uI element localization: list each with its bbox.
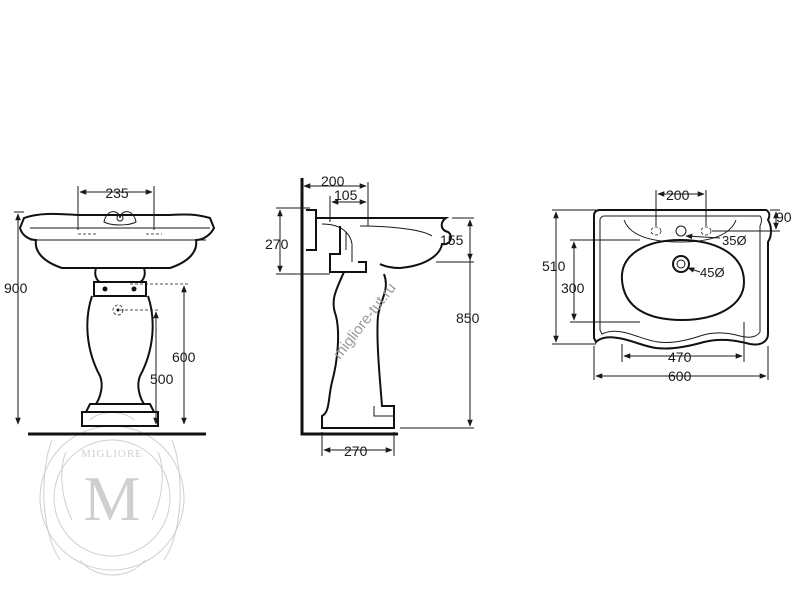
top-bowl xyxy=(620,238,746,322)
top-tap-hole-35: 35Ø xyxy=(722,233,747,248)
front-view: 235 900 600 500 xyxy=(4,185,216,436)
watermark-seal: MIGLIORE M xyxy=(39,412,185,576)
side-view: 200 105 270 155 850 270 xyxy=(265,173,480,459)
front-height-600: 600 xyxy=(172,349,196,365)
watermark-brand: MIGLIORE xyxy=(81,448,143,460)
side-pedestal xyxy=(321,271,395,429)
side-wall xyxy=(300,178,398,436)
top-tap-spacing-200: 200 xyxy=(666,187,690,203)
top-width-600: 600 xyxy=(668,368,692,384)
side-height-850: 850 xyxy=(456,310,480,326)
top-rim-90: 90 xyxy=(776,209,792,225)
side-width-200: 200 xyxy=(321,173,345,189)
front-pedestal xyxy=(86,295,154,405)
watermark-monogram: M xyxy=(84,463,141,534)
side-width-105: 105 xyxy=(334,187,358,203)
drain-hole xyxy=(672,255,690,273)
top-view: 200 90 35Ø 45Ø 510 300 470 600 xyxy=(542,187,792,384)
watermark-url: migliore-tut.ru xyxy=(330,280,400,363)
side-base-270: 270 xyxy=(344,443,368,459)
top-bowl-470: 470 xyxy=(668,349,692,365)
tap-hole-left xyxy=(650,226,662,236)
top-outer-rim xyxy=(593,209,772,350)
front-crest xyxy=(103,211,137,226)
tap-hole-center xyxy=(675,225,687,237)
side-height-155: 155 xyxy=(440,232,464,248)
tap-hole-right xyxy=(700,226,712,236)
top-drain-45: 45Ø xyxy=(700,265,725,280)
top-bowl-300: 300 xyxy=(561,280,585,296)
front-width-235: 235 xyxy=(105,185,129,201)
top-depth-510: 510 xyxy=(542,258,566,274)
side-depth-270: 270 xyxy=(265,236,289,252)
side-basin xyxy=(316,217,452,270)
front-height-500: 500 xyxy=(150,371,174,387)
front-height-900: 900 xyxy=(4,280,28,296)
front-basin xyxy=(18,212,216,269)
